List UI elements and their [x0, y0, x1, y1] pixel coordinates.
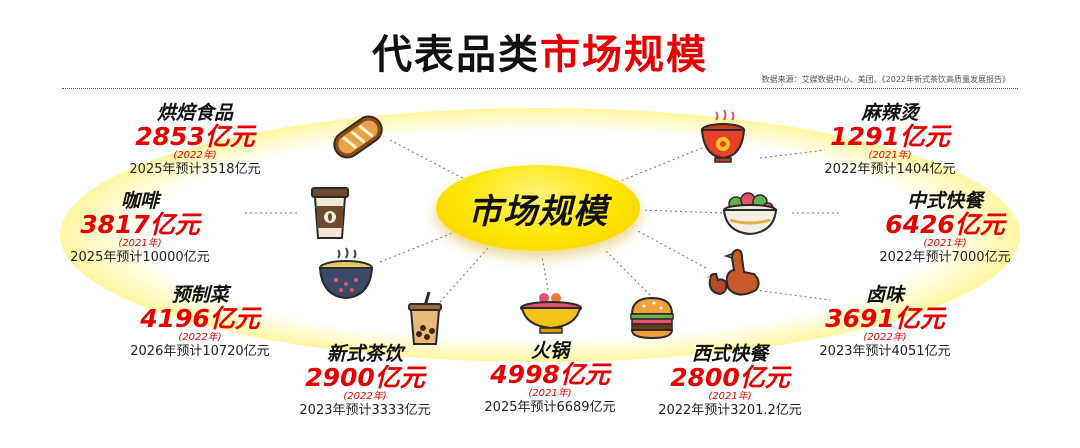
- category-braised-food: 卤味 3691亿元 (2022年) 2023年预计4051亿元: [800, 284, 970, 360]
- connector-line: [379, 231, 456, 263]
- hotpot-icon: [520, 293, 582, 334]
- category-year: (2021年): [528, 388, 572, 399]
- data-source: 数据来源：艾媒数据中心、美团、《2022年新式茶饮高质量发展报告》: [761, 75, 1010, 84]
- category-forecast: 2022年预计3201.2亿元: [658, 403, 802, 418]
- category-name: 烘焙食品: [156, 102, 233, 124]
- connector-line: [642, 209, 723, 214]
- category-chinese-fast-food: 中式快餐 6426亿元 (2021年) 2022年预计7000亿元: [860, 190, 1030, 266]
- category-hotpot: 火锅 4998亿元 (2021年) 2025年预计6689亿元: [465, 340, 635, 416]
- category-value: 1291亿元: [830, 122, 950, 151]
- prepared-dish-icon: [318, 247, 374, 300]
- category-forecast: 2026年预计10720亿元: [130, 344, 270, 359]
- category-year: (2021年): [868, 150, 912, 161]
- category-prepared-dishes: 预制菜 4196亿元 (2022年) 2026年预计10720亿元: [110, 284, 290, 360]
- center-bubble: 市场规模: [436, 165, 640, 251]
- category-name: 火锅: [530, 340, 569, 362]
- title-prefix: 代表品类: [372, 32, 540, 78]
- category-name: 预制菜: [171, 284, 229, 306]
- salad-bowl-icon: [722, 192, 778, 236]
- coffee-cup-icon: [311, 187, 349, 239]
- category-bakery: 烘焙食品 2853亿元 (2022年) 2025年预计3518亿元: [120, 102, 270, 178]
- category-coffee: 咖啡 3817亿元 (2021年) 2025年预计10000亿元: [50, 190, 230, 266]
- center-label: 市场规模: [468, 191, 608, 232]
- category-name: 新式茶饮: [326, 343, 403, 365]
- category-name: 咖啡: [120, 190, 159, 212]
- category-year: (2022年): [863, 332, 907, 343]
- category-year: (2021年): [118, 238, 162, 249]
- category-value: 4196亿元: [140, 304, 260, 333]
- category-year: (2022年): [173, 150, 217, 161]
- bread-icon: [333, 115, 383, 159]
- burger-icon: [630, 296, 674, 340]
- title-highlight: 市场规模: [540, 32, 708, 78]
- category-forecast: 2025年预计6689亿元: [484, 400, 616, 415]
- connector-line: [635, 229, 707, 269]
- category-forecast: 2025年预计3518亿元: [129, 162, 261, 177]
- category-value: 3691亿元: [825, 304, 945, 333]
- braised-goose-icon: [706, 248, 760, 296]
- connector-line: [541, 255, 549, 291]
- category-forecast: 2022年预计1404亿元: [824, 162, 956, 177]
- connector-line: [604, 249, 651, 296]
- category-name: 卤味: [865, 284, 904, 306]
- divider: [62, 88, 1018, 89]
- category-value: 2853亿元: [135, 122, 255, 151]
- connector-line: [389, 139, 471, 183]
- category-western-fast-food: 西式快餐 2800亿元 (2021年) 2022年预计3201.2亿元: [640, 343, 820, 419]
- category-forecast: 2023年预计3333亿元: [299, 403, 431, 418]
- category-value: 3817亿元: [80, 210, 200, 239]
- category-value: 6426亿元: [885, 210, 1005, 239]
- category-new-tea-drinks: 新式茶饮 2900亿元 (2022年) 2023年预计3333亿元: [280, 343, 450, 419]
- category-name: 麻辣烫: [861, 102, 919, 124]
- category-forecast: 2023年预计4051亿元: [819, 344, 951, 359]
- category-value: 2900亿元: [305, 363, 425, 392]
- connector-line: [617, 145, 708, 183]
- category-year: (2021年): [923, 238, 967, 249]
- spicy-soup-bowl-icon: [700, 109, 746, 163]
- connector-line: [759, 149, 826, 159]
- category-name: 中式快餐: [906, 190, 983, 212]
- category-year: (2022年): [178, 332, 222, 343]
- page-title: 代表品类市场规模: [0, 22, 1080, 80]
- category-value: 2800亿元: [670, 363, 790, 392]
- category-value: 4998亿元: [490, 360, 610, 389]
- category-name: 西式快餐: [691, 343, 768, 365]
- category-year: (2021年): [708, 391, 752, 402]
- bubble-tea-icon: [408, 291, 442, 345]
- category-malatang: 麻辣烫 1291亿元 (2021年) 2022年预计1404亿元: [805, 102, 975, 178]
- category-forecast: 2022年预计7000亿元: [879, 250, 1011, 265]
- category-forecast: 2025年预计10000亿元: [70, 250, 210, 265]
- category-year: (2022年): [343, 391, 387, 402]
- connector-line: [439, 247, 489, 303]
